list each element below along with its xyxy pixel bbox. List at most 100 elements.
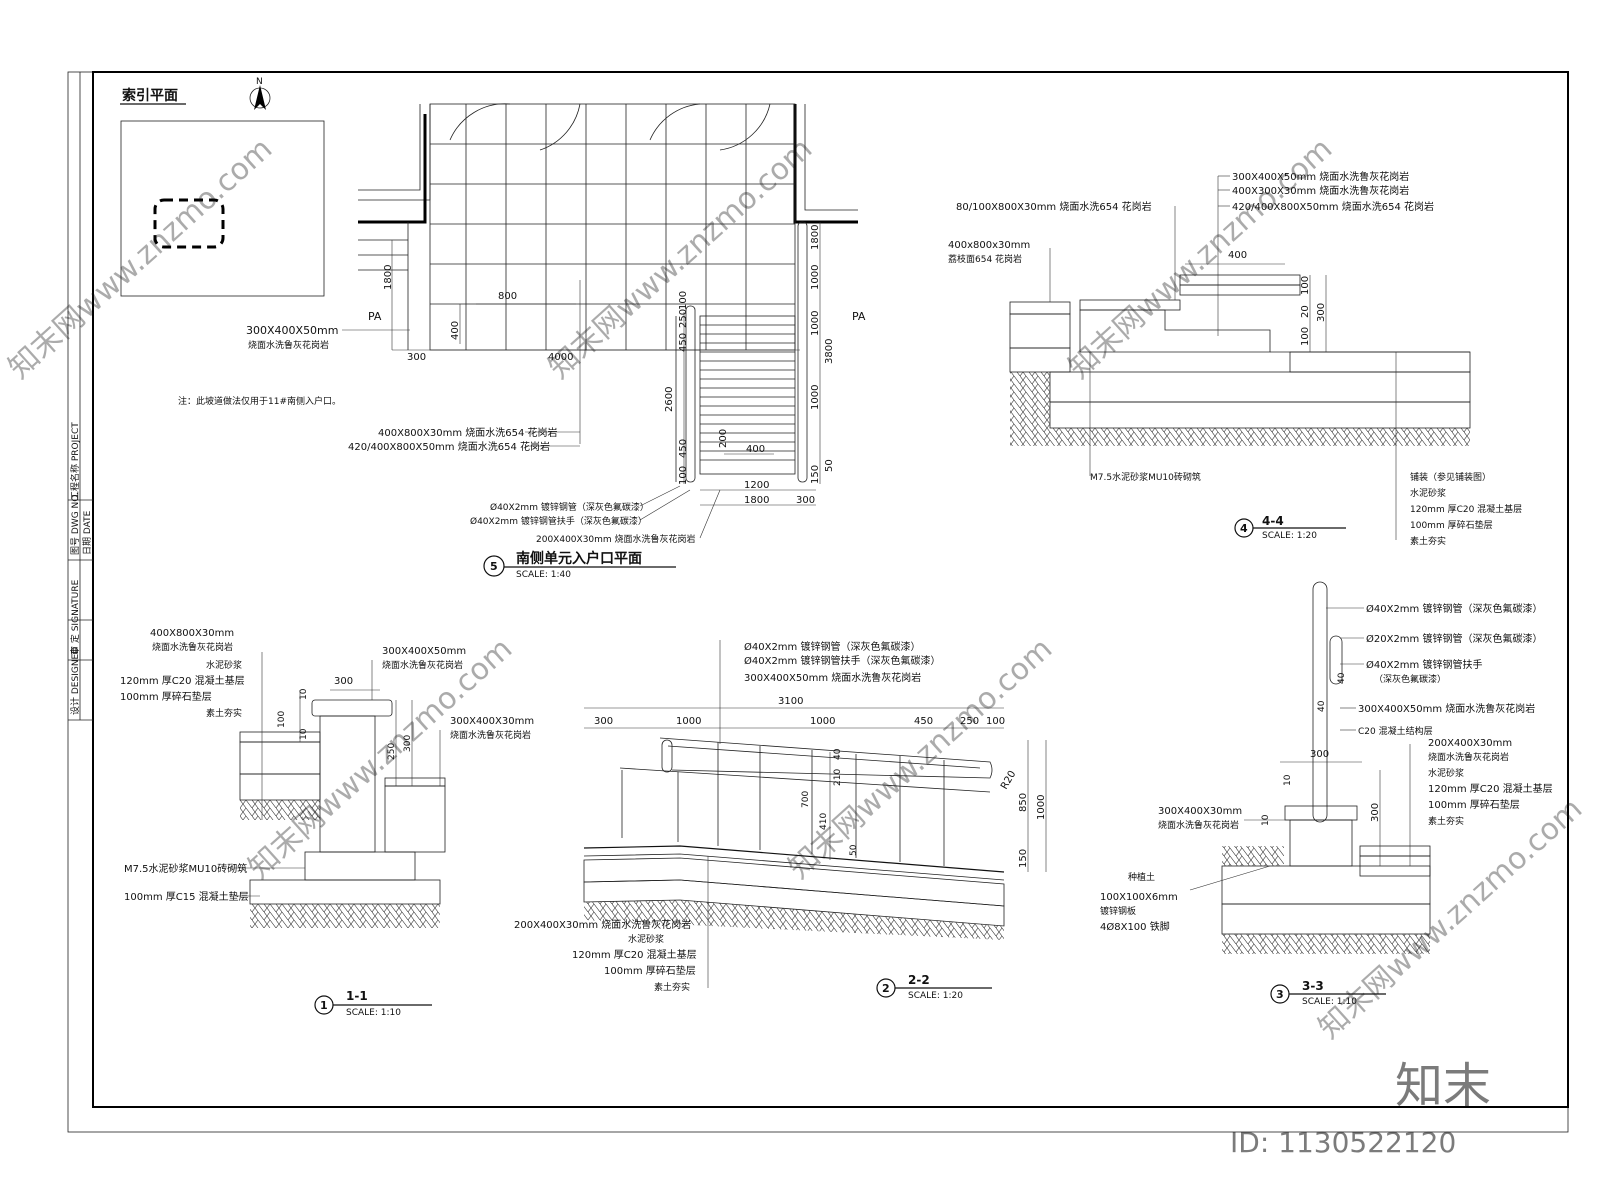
sec22-dim-700: 700 [801, 791, 811, 808]
section-1-1: 300 10 100 10 250 300 400X800X30mm 烧面水洗鲁… [120, 628, 534, 1018]
plan5-label-paving-sub: 烧面水洗鲁灰花岗岩 [248, 339, 329, 351]
sec11-label-left-4: 120mm 厚C20 混凝土基层 [120, 674, 245, 687]
sec44-label-right-3: 120mm 厚C20 混凝土基层 [1410, 503, 1522, 515]
plan5-scale: SCALE: 1:40 [516, 570, 571, 580]
sec11-label-left-6: 素土夯实 [206, 707, 242, 719]
sec22-dim-40: 40 [833, 748, 843, 760]
sec11-number: 1 [320, 999, 328, 1012]
plan5-dim-400b: 400 [746, 444, 765, 455]
plan5-dim-250: 250 [678, 309, 689, 328]
sec11-label-top-right-2: 烧面水洗鲁灰花岗岩 [382, 659, 463, 671]
sec22-label-bottom-5: 素土夯实 [654, 981, 690, 993]
sec44-label-top-3: 420/400X800X50mm 烧面水洗654 花岗岩 [1232, 200, 1434, 213]
sec33-label-l-6: 4Ø8X100 铁脚 [1100, 920, 1170, 933]
sec44-label-right-4: 100mm 厚碎石垫层 [1410, 519, 1493, 531]
sec33-label-l-3: 种植土 [1128, 871, 1155, 883]
inner-frame [92, 71, 1569, 1108]
plan5-dim-100b: 100 [678, 466, 689, 485]
sec22-title: 2-2 [908, 973, 930, 987]
sec22-label-bottom-1: 200X400X30mm 烧面水洗鲁灰花岗岩 [514, 918, 691, 931]
sec33-label-r-6: 素土夯实 [1428, 815, 1464, 827]
sec33-label-paving: 300X400X50mm 烧面水洗鲁灰花岗岩 [1358, 702, 1535, 715]
sec44-dim-100b: 100 [1300, 327, 1311, 346]
sec33-label-rt-1: Ø40X2mm 镀锌钢管（深灰色氟碳漆） [1366, 602, 1542, 615]
sec44-dim-400: 400 [1228, 250, 1247, 261]
watermark-id: ID: 1130522120 [1230, 1126, 1456, 1159]
sec33-dim-40b: 40 [1317, 700, 1327, 712]
sec22-dim-250: 250 [960, 716, 979, 727]
sec22-label-top-1: Ø40X2mm 镀锌钢管（深灰色氟碳漆） [744, 640, 920, 653]
section-4-4: 400 20 100 100 300 300X400X50mm 烧面水洗鲁灰花岗… [948, 170, 1522, 547]
plan5-label-granite-2: 420/400X800X50mm 烧面水洗654 花岗岩 [348, 440, 550, 453]
sec33-label-r-3: 水泥砂浆 [1428, 767, 1464, 779]
sec22-label-bottom-3: 120mm 厚C20 混凝土基层 [572, 948, 697, 961]
sec33-label-r-1: 200X400X30mm [1428, 738, 1512, 749]
sec44-label-bottom-left: M7.5水泥砂浆MU10砖砌筑 [1090, 471, 1201, 483]
sec22-dim-210: 210 [833, 769, 843, 786]
sec44-label-right-2: 水泥砂浆 [1410, 487, 1446, 499]
plan5-dim-300: 300 [407, 352, 426, 363]
sec44-label-left-1: 80/100X800X30mm 烧面水洗654 花岗岩 [956, 200, 1152, 213]
sec22-dim-1000b: 1000 [810, 716, 835, 727]
sec11-label-left-2: 烧面水洗鲁灰花岗岩 [152, 641, 233, 653]
index-highlight [153, 198, 225, 249]
sec11-dim-300: 300 [334, 676, 353, 687]
plan5-note: 注：此坡道做法仅用于11#南侧入户口。 [178, 395, 341, 407]
sec33-title: 3-3 [1302, 979, 1324, 993]
watermark-text-3: 知末网www.znzmo.com [1062, 131, 1339, 386]
sec11-label-bottom-2: 100mm 厚C15 混凝土垫层 [124, 890, 249, 903]
sec33-scale: SCALE: 1:10 [1302, 997, 1357, 1007]
title-block: 工程名称 PROJECT 图号 DWG NO. 日期 DATE 审 定 SIGN… [68, 72, 93, 721]
sec22-dim-1000a: 1000 [676, 716, 701, 727]
plan5-dim-1000c: 1000 [810, 385, 821, 410]
plan5-number: 5 [490, 560, 498, 573]
sec33-label-c20: C20 混凝土结构层 [1358, 725, 1433, 737]
plan5-title: 南侧单元入户口平面 [516, 550, 642, 567]
sec11-label-mid-right-2: 烧面水洗鲁灰花岗岩 [450, 729, 531, 741]
sec44-title: 4-4 [1262, 514, 1284, 528]
sec22-dim-r20: R20 [999, 769, 1018, 792]
plan5-dim-1000b: 1000 [810, 311, 821, 336]
plan5-dim-400: 400 [450, 321, 461, 340]
plan5-dim-1800b: 1800 [744, 495, 769, 506]
sec11-label-left-3: 水泥砂浆 [206, 659, 242, 671]
plan5-dim-1200: 1200 [744, 480, 769, 491]
sec33-label-l-1: 300X400X30mm [1158, 806, 1242, 817]
sec44-label-right-5: 素土夯实 [1410, 535, 1446, 547]
sec22-dim-50: 50 [849, 844, 859, 856]
sec22-dim-300: 300 [594, 716, 613, 727]
watermark-text-4: 知末网www.znzmo.com [242, 631, 519, 886]
sec11-dim-10a: 10 [299, 688, 309, 700]
watermark-text-6: 知末网www.znzmo.com [1312, 791, 1589, 1046]
sec22-label-bottom-2: 水泥砂浆 [628, 933, 664, 945]
index-plan-title: 索引平面 [122, 87, 178, 104]
sec44-label-top-1: 300X400X50mm 烧面水洗鲁灰花岗岩 [1232, 170, 1409, 183]
sec11-label-bottom-1: M7.5水泥砂浆MU10砖砌筑 [124, 862, 247, 875]
sec22-title-block: 2 2-2 SCALE: 1:20 [876, 973, 992, 1001]
section-3-3: 300 40 40 10 10 300 Ø40X2mm 镀锌钢管（深灰色氟碳漆）… [1100, 581, 1553, 1007]
sec33-dim-300b: 300 [1370, 803, 1381, 822]
sec33-label-rt-2: Ø20X2mm 镀锌钢管（深灰色氟碳漆） [1366, 632, 1542, 645]
sec33-label-rt-3: Ø40X2mm 镀锌钢管扶手 [1366, 658, 1482, 671]
sec22-dim-3100: 3100 [778, 696, 803, 707]
sec33-label-rt-4: （深灰色氟碳漆） [1374, 673, 1446, 685]
sec44-number: 4 [1240, 522, 1248, 535]
title-block-label-2: 图号 DWG NO. [70, 492, 81, 555]
plan5-dim-50: 50 [824, 459, 835, 472]
sec22-dim-150: 150 [1018, 849, 1029, 868]
index-plan: 索引平面 N [120, 77, 325, 297]
sec33-label-l-4: 100X100X6mm [1100, 892, 1178, 903]
sec44-dim-100a: 100 [1300, 276, 1311, 295]
sec22-dim-100: 100 [986, 716, 1005, 727]
sec44-label-top-2: 400X300X30mm 烧面水洗鲁灰花岗岩 [1232, 184, 1409, 197]
pa-right: PA [852, 310, 866, 323]
title-block-label-4: 审 定 SIGNATURE [69, 579, 81, 655]
sec22-dim-410: 410 [819, 813, 829, 830]
north-arrow-icon: N [249, 77, 271, 110]
sec22-label-top-2: Ø40X2mm 镀锌钢管扶手（深灰色氟碳漆） [744, 654, 940, 667]
plan5-label-granite-1: 400X800X30mm 烧面水洗654 花岗岩 [378, 426, 558, 439]
sec33-label-r-5: 100mm 厚碎石垫层 [1428, 798, 1520, 811]
plan5-dim-200: 200 [718, 429, 729, 448]
plan5-dim-1800a: 1800 [383, 265, 394, 290]
